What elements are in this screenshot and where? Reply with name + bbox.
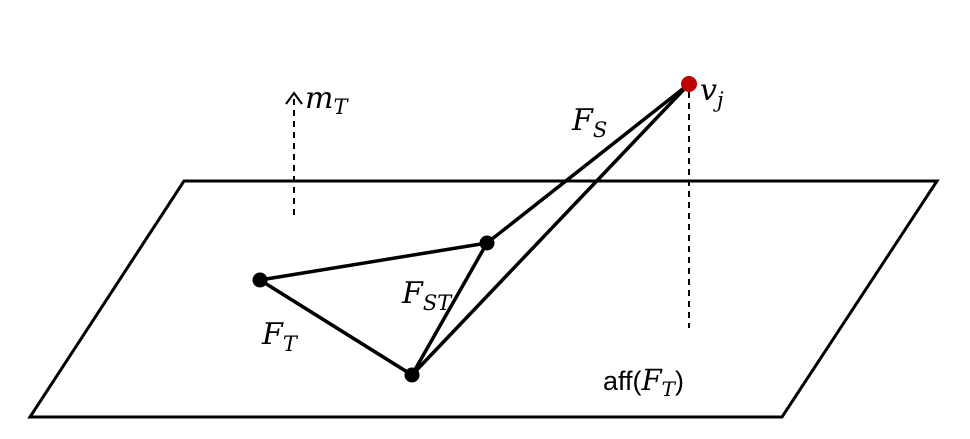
label-aff-main: F [641, 363, 663, 397]
vertex-left [252, 272, 268, 288]
label-face-t-sub: T [283, 332, 299, 356]
label-affine-hull: aff(FT) [603, 363, 684, 401]
vertex-bottom [404, 367, 420, 383]
label-face-s-main: F [571, 103, 594, 138]
label-face-st: FST [401, 276, 453, 315]
label-apex-main: v [700, 73, 717, 108]
label-face-st-main: F [401, 276, 424, 311]
label-normal-m-t: mT [305, 81, 349, 119]
label-normal-main: m [305, 81, 333, 116]
label-face-s: FS [571, 103, 607, 142]
edge-right-to-bottom [410, 242, 489, 376]
edge-right-to-apex [485, 82, 691, 245]
label-aff-suffix: ) [675, 366, 684, 396]
label-face-st-sub: ST [423, 291, 453, 315]
affine-plane [27, 179, 940, 419]
vertex-right [479, 235, 495, 251]
edge-left-to-right [259, 241, 488, 282]
label-apex-sub: j [713, 88, 724, 112]
label-apex-v-j: vj [700, 73, 724, 112]
vertex-apex [681, 76, 697, 92]
edge-bottom-to-apex [410, 82, 691, 377]
label-face-t-main: F [261, 317, 284, 352]
label-aff-sub: T [662, 377, 677, 401]
label-normal-sub: T [333, 95, 349, 119]
normal-vector-arrowhead [285, 91, 303, 105]
edge-left-to-bottom [259, 278, 413, 377]
label-face-t: FT [261, 317, 299, 356]
label-aff-prefix: aff( [603, 366, 642, 396]
label-face-s-sub: S [593, 118, 607, 142]
